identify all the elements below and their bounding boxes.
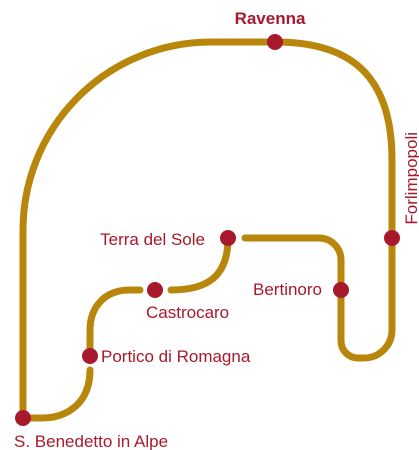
stop-label-castrocaro: Castrocaro <box>146 303 229 322</box>
stop-marker-castrocaro <box>147 282 163 298</box>
stop-label-bertinoro: Bertinoro <box>253 280 322 299</box>
stop-marker-forlimpopoli <box>384 230 400 246</box>
stop-marker-terra-del-sole <box>220 230 236 246</box>
stop-label-ravenna: Ravenna <box>235 9 306 28</box>
route-line <box>19 38 396 422</box>
stop-label-s-benedetto-in-alpe: S. Benedetto in Alpe <box>14 432 168 450</box>
stop-label-portico-di-romagna: Portico di Romagna <box>101 347 251 366</box>
stop-marker-bertinoro <box>333 282 349 298</box>
stop-marker-portico-di-romagna <box>82 348 98 364</box>
stop-label-terra-del-sole: Terra del Sole <box>100 230 205 249</box>
stop-label-forlimpopoli: Forlimpopoli <box>402 132 419 225</box>
stop-marker-ravenna <box>267 34 283 50</box>
stop-marker-s-benedetto-in-alpe <box>15 410 31 426</box>
